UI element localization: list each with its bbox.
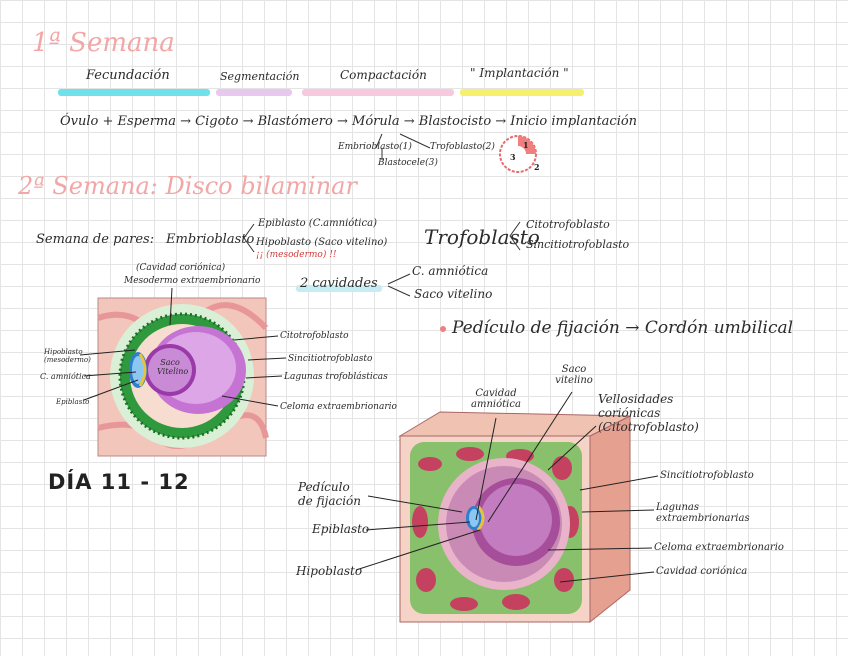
- diagram2-pediculo: Pedículo de fijación: [298, 480, 368, 508]
- stage-label-implantacion: " Implantación ": [470, 66, 569, 80]
- bilaminar-disc-diagram-3d: [400, 412, 670, 624]
- blastocyst-number-1: 1: [523, 140, 529, 150]
- diagram2-cavidad-corionica: Cavidad coriónica: [656, 566, 747, 577]
- trofoblasto-label: Trofoblasto(2): [430, 142, 495, 152]
- cavidades-label: 2 cavidades: [300, 276, 378, 291]
- sincitiotrofoblasto-term: Sincitiotrofoblasto: [526, 238, 629, 251]
- diagram2-celoma: Celoma extraembrionario: [654, 542, 784, 553]
- cavidad-amniotica-term: C. amniótica: [412, 264, 488, 278]
- trofoblasto-brace: [506, 220, 524, 252]
- diagram2-hipoblasto: Hipoblasto: [296, 564, 362, 578]
- day-label: DÍA 11 - 12: [48, 470, 190, 494]
- diagram1-celoma: Celoma extraembrionario: [280, 402, 397, 412]
- pediculo-note: Pedículo de fijación → Cordón umbilical: [452, 318, 793, 338]
- diagram1-lagunas: Lagunas trofoblásticas: [284, 372, 388, 382]
- stage-highlight-fecundacion: [58, 89, 210, 96]
- bilaminar-disc-diagram-day11: [98, 298, 268, 458]
- saco-vitelino-term: Saco vitelino: [414, 287, 492, 301]
- week1-title: 1ª Semana: [32, 28, 175, 58]
- blastocyst-number-3: 3: [510, 152, 516, 162]
- diagram2-epiblasto: Epiblasto: [312, 522, 369, 536]
- diagram1-cavidad-corionica: (Cavidad coriónica): [136, 263, 225, 273]
- diagram1-citotrofoblasto: Citotrofoblasto: [280, 331, 349, 341]
- hipoblasto-term: Hipoblasto (Saco vitelino): [256, 237, 387, 248]
- diagram1-mesodermo-extra: Mesodermo extraembrionario: [124, 276, 260, 286]
- diagram2-vellosidades: Vellosidades coriónicas (Citotrofoblasto…: [598, 392, 708, 434]
- embrioblasto-label: Embrioblasto(1): [338, 142, 412, 152]
- citotrofoblasto-term: Citotrofoblasto: [526, 218, 610, 231]
- diagram2-cavidad-amniotica: Cavidad amniótica: [468, 388, 524, 410]
- stage-highlight-segmentacion: [216, 89, 292, 96]
- diagram1-epiblasto: Epiblasto: [56, 398, 89, 406]
- diagram2-lagunas: Lagunas extraembrionarias: [656, 502, 756, 524]
- pares-label: Semana de pares:: [36, 232, 154, 247]
- diagram1-saco-vitelino-label: Saco Vitelino: [157, 358, 183, 376]
- stage-label-fecundacion: Fecundación: [86, 68, 170, 83]
- stage-highlight-implantacion: [460, 89, 584, 96]
- diagram1-hipoblasto: Hipoblasto (mesodermo): [44, 348, 84, 364]
- stage-label-segmentacion: Segmentación: [220, 70, 299, 83]
- epiblasto-term: Epiblasto (C.amniótica): [258, 218, 377, 229]
- blastocyst-number-2: 2: [534, 162, 540, 172]
- mesodermo-note: ¡¡ (mesodermo) !!: [256, 250, 336, 260]
- stage-label-compactacion: Compactación: [340, 68, 427, 82]
- cavidades-arrows: [386, 270, 414, 300]
- blastocele-label: Blastocele(3): [378, 158, 438, 168]
- development-flow: Óvulo + Esperma → Cigoto → Blastómero → …: [60, 114, 637, 129]
- diagram2-saco-vitelino: Saco vitelino: [552, 364, 596, 386]
- diagram2-sincitiotrofoblasto: Sincitiotrofoblasto: [660, 470, 754, 481]
- stage-highlight-compactacion: [302, 89, 454, 96]
- bullet-dot: [440, 326, 446, 332]
- week2-title: 2ª Semana: Disco bilaminar: [18, 172, 357, 200]
- diagram1-amniotica: C. amniótica: [40, 372, 91, 381]
- diagram1-sincitiotrofoblasto: Sincitiotrofoblasto: [288, 354, 372, 364]
